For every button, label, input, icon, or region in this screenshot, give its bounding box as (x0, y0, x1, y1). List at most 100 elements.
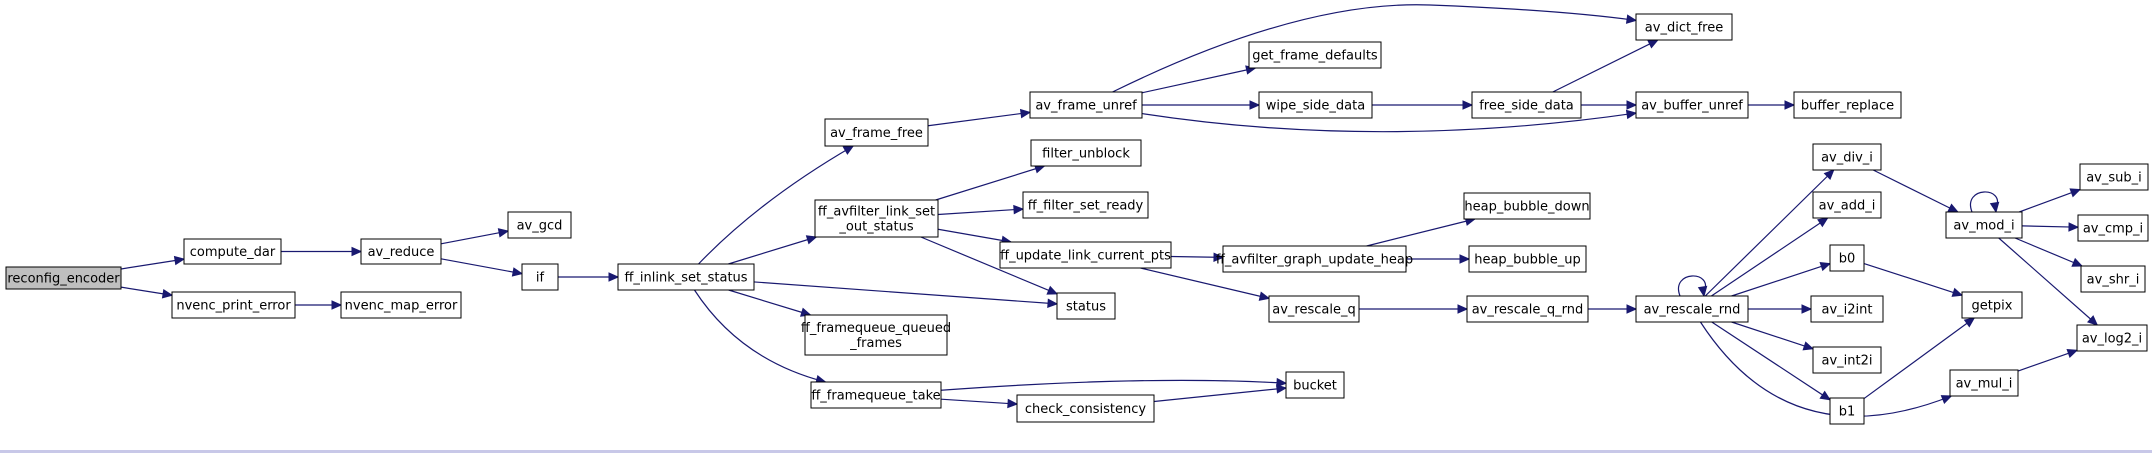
node-av-dict-free[interactable]: av_dict_free (1635, 13, 1733, 41)
node-buffer-replace[interactable]: buffer_replace (1793, 91, 1902, 119)
edge-line (1704, 169, 1835, 297)
edge-ff_inlink_set_status-to-ff_avfilter_link_set_out_status (728, 235, 818, 265)
edge-av_frame_unref-to-av_dict_free (1112, 4, 1638, 93)
edge-b1-to-getpix (1863, 317, 1976, 400)
node-free-side-data[interactable]: free_side_data (1471, 91, 1582, 119)
node-av-shr-i[interactable]: av_shr_i (2080, 265, 2146, 293)
node-nvenc-map-error[interactable]: nvenc_map_error (340, 291, 462, 319)
edge-ff_inlink_set_status-to-av_frame_free (698, 145, 855, 265)
edge-line (1112, 4, 1637, 93)
node-label: if (536, 271, 545, 286)
node-ff-framequeue-take[interactable]: ff_framequeue_take (810, 381, 942, 409)
node-b1[interactable]: b1 (1829, 397, 1865, 425)
node-ff-filter-set-ready[interactable]: ff_filter_set_ready (1022, 191, 1149, 219)
node-box (1268, 295, 1360, 323)
node-ff-update-link-current-pts[interactable]: ff_update_link_current_pts (999, 241, 1172, 269)
edge-arrowhead (1647, 39, 1659, 49)
node-av-int2i[interactable]: av_int2i (1812, 346, 1882, 374)
edge-line (1153, 387, 1287, 403)
node-label: compute_dar (190, 245, 276, 260)
edge-av_frame_unref-to-wipe_side_data (1142, 100, 1261, 110)
edge-line (1731, 321, 1814, 350)
node-status[interactable]: status (1056, 292, 1116, 320)
edge-arrowhead (1947, 203, 1959, 213)
edge-arrowhead (1249, 100, 1261, 110)
node-reconfig-encoder[interactable]: reconfig_encoder (5, 266, 122, 290)
node-av-cmp-i[interactable]: av_cmp_i (2077, 214, 2149, 242)
node-box (1471, 91, 1582, 119)
node-av-sub-i[interactable]: av_sub_i (2079, 163, 2149, 191)
node-av-log2-i[interactable]: av_log2_i (2076, 324, 2148, 352)
node-av-mul-i[interactable]: av_mul_i (1949, 369, 2019, 397)
node-if[interactable]: if (521, 263, 559, 291)
node-check-consistency[interactable]: check_consistency (1016, 394, 1155, 423)
node-label: heap_bubble_up (1474, 253, 1581, 268)
node-av-rescale-rnd[interactable]: av_rescale_rnd (1635, 295, 1749, 323)
node-box (340, 291, 462, 319)
edge-ff_update_link_current_pts-to-av_rescale_q (1140, 267, 1271, 301)
node-box (1812, 143, 1882, 171)
edge-arrowhead (1047, 298, 1059, 308)
edge-line (1552, 39, 1659, 93)
edge-arrowhead (1625, 109, 1638, 120)
node-av-frame-free[interactable]: av_frame_free (824, 118, 929, 147)
edge-arrowhead (173, 255, 186, 266)
node-filter-unblock[interactable]: filter_unblock (1030, 139, 1142, 167)
edge-av_rescale_rnd-to-av_add_i (1711, 217, 1829, 297)
edge-compute_dar-to-av_reduce (281, 246, 363, 257)
node-av-add-i[interactable]: av_add_i (1812, 191, 1882, 219)
node-box (1793, 91, 1902, 119)
node-compute-dar[interactable]: compute_dar (183, 238, 282, 265)
node-heap-bubble-up[interactable]: heap_bubble_up (1468, 245, 1587, 273)
node-ff-avfilter-graph-update-heap[interactable]: ff_avfilter_graph_update_heap (1216, 245, 1413, 273)
node-label: av_add_i (1819, 199, 1876, 214)
edge-arrowhead (511, 267, 524, 277)
edge-ff_update_link_current_pts-to-ff_avfilter_graph_update_heap (1170, 252, 1225, 263)
node-av-rescale-q-rnd[interactable]: av_rescale_q_rnd (1466, 295, 1589, 323)
node-ff-avfilter-link-set-out-status[interactable]: ff_avfilter_link_set_out_status (814, 199, 939, 238)
node-heap-bubble-down[interactable]: heap_bubble_down (1463, 192, 1591, 220)
node-bucket[interactable]: bucket (1285, 371, 1345, 399)
node-box (2076, 324, 2148, 352)
node-box (1022, 191, 1149, 219)
node-label: _frames (849, 336, 902, 351)
edge-ff_framequeue_take-to-bucket (940, 377, 1288, 391)
edge-arrowhead (1276, 377, 1288, 388)
node-av-frame-unref[interactable]: av_frame_unref (1029, 91, 1143, 119)
node-box (5, 266, 122, 290)
node-label: av_rescale_rnd (1644, 303, 1741, 318)
edge-ff_inlink_set_status-to-status (753, 281, 1059, 308)
node-av-i2int[interactable]: av_i2int (1810, 295, 1884, 323)
edge-av_rescale_q_rnd-to-av_rescale_rnd (1588, 304, 1638, 314)
node-label: status (1066, 300, 1106, 315)
node-av-mod-i[interactable]: av_mod_i (1945, 211, 2023, 239)
node-b0[interactable]: b0 (1829, 244, 1865, 272)
node-wipe-side-data[interactable]: wipe_side_data (1258, 91, 1373, 119)
node-ff-inlink-set-status[interactable]: ff_inlink_set_status (617, 263, 755, 291)
node-box (1812, 191, 1882, 219)
edge-arrowhead (351, 246, 363, 257)
node-box (1248, 41, 1382, 69)
node-ff-framequeue-queued-frames[interactable]: ff_framequeue_queued_frames (801, 314, 951, 356)
node-getpix[interactable]: getpix (1961, 291, 2023, 319)
node-box (183, 238, 282, 265)
node-av-buffer-unref[interactable]: av_buffer_unref (1635, 91, 1749, 119)
node-nvenc-print-error[interactable]: nvenc_print_error (171, 291, 296, 319)
node-box (171, 291, 296, 319)
edge-arrowhead (2069, 188, 2082, 198)
edge-av_rescale_rnd-to-av_i2int (1748, 304, 1813, 314)
edge-line (1141, 112, 1637, 133)
node-label: av_log2_i (2082, 332, 2142, 347)
edge-wipe_side_data-to-free_side_data (1372, 100, 1474, 110)
node-av-rescale-q[interactable]: av_rescale_q (1268, 295, 1360, 323)
node-av-reduce[interactable]: av_reduce (360, 238, 442, 265)
edge-free_side_data-to-av_dict_free (1552, 39, 1659, 93)
node-box (804, 314, 948, 356)
node-label: av_int2i (1822, 354, 1873, 369)
edge-arrowhead (1817, 217, 1829, 228)
node-get-frame-defaults[interactable]: get_frame_defaults (1248, 41, 1382, 69)
node-av-gcd[interactable]: av_gcd (507, 211, 572, 239)
node-label: av_div_i (1821, 151, 1873, 166)
edge-arrowhead (1819, 262, 1832, 272)
node-av-div-i[interactable]: av_div_i (1812, 143, 1882, 171)
